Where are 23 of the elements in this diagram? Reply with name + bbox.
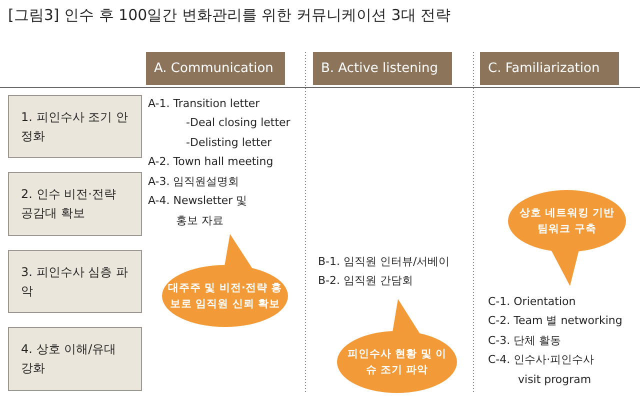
bubble-text: 상호 네트워킹 기반 팀워크 구축 xyxy=(518,206,616,237)
list-item: C-2. Team 별 networking xyxy=(488,313,624,329)
list-item: A-4. Newsletter 및 홍보 자료 xyxy=(148,193,248,228)
list-item: -Deal closing letter xyxy=(186,115,292,131)
diagram-title: [그림3] 인수 후 100일간 변화관리를 위한 커뮤니케이션 3대 전략 xyxy=(8,6,452,25)
list-item: C-1. Orientation xyxy=(488,294,577,310)
category-box: 3. 피인수사 심층 파악 xyxy=(8,250,142,313)
list-item: A-3. 임직원설명회 xyxy=(148,174,240,190)
list-item: C-3. 단체 활동 xyxy=(488,333,562,349)
column-header: A. Communication xyxy=(146,52,285,85)
category-box: 2. 인수 비전·전략 공감대 확보 xyxy=(8,172,142,236)
list-item: C-4. 인수사·피인수사 visit program xyxy=(488,352,596,388)
list-item: B-1. 임직원 인터뷰/서베이 xyxy=(318,254,451,270)
category-box: 1. 피인수사 조기 안정화 xyxy=(8,95,142,158)
list-item: A-2. Town hall meeting xyxy=(148,154,274,170)
bubble-text: 대주주 및 비전·전략 홍보로 임직원 신뢰 확보 xyxy=(168,281,282,312)
list-item: B-2. 임직원 간담회 xyxy=(318,273,414,289)
list-item: A-1. Transition letter xyxy=(148,96,261,112)
category-box: 4. 상호 이해/유대 강화 xyxy=(8,327,142,391)
column-header: C. Familiarization xyxy=(480,52,619,85)
list-item: -Delisting letter xyxy=(186,135,273,151)
bubble-text: 피인수사 현황 및 이슈 조기 파악 xyxy=(346,347,448,378)
column-header: B. Active listening xyxy=(313,52,452,85)
